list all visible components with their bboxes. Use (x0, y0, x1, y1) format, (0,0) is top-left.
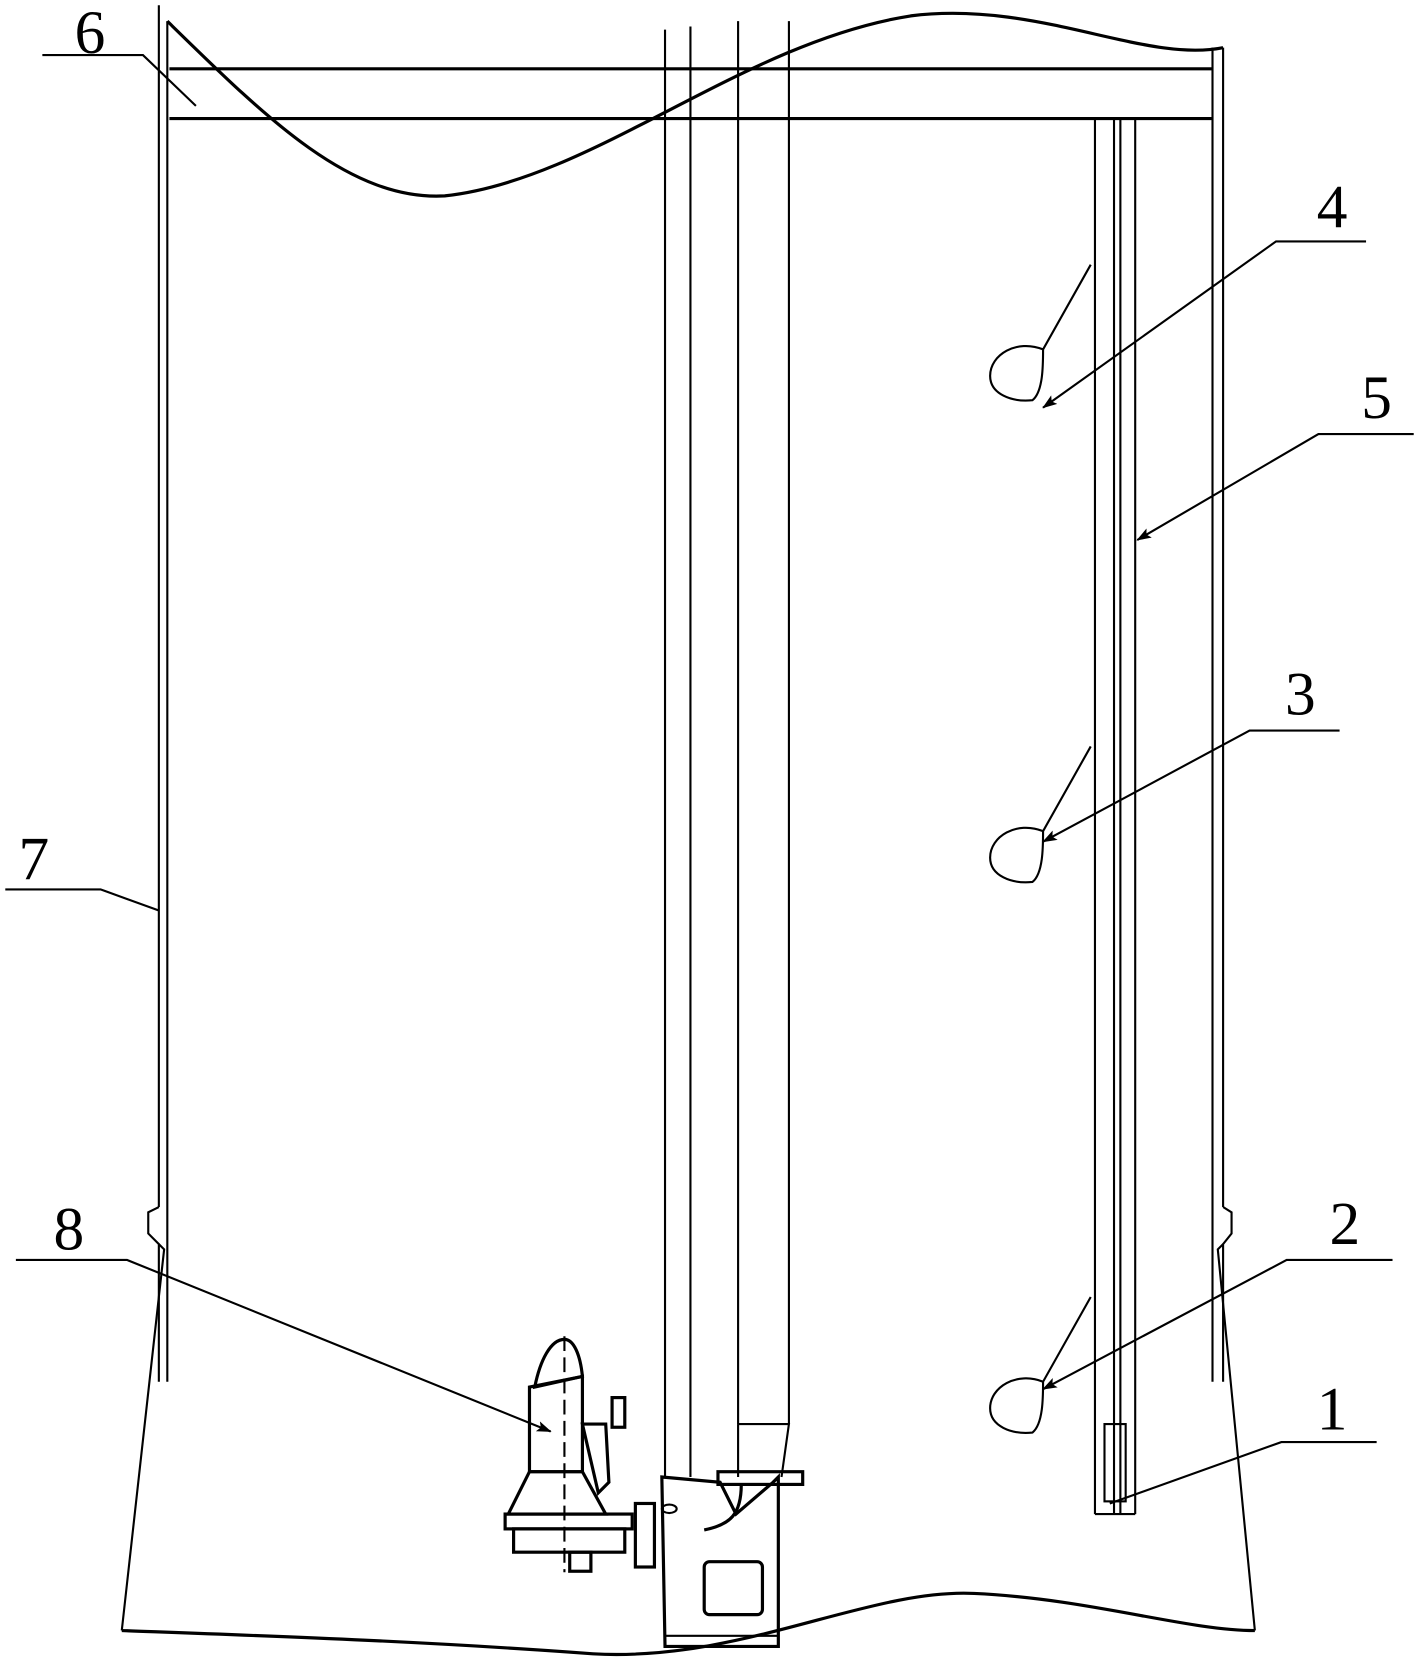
top-break-line (166, 11, 1224, 198)
callout-8: 8 (15, 1195, 552, 1433)
label-pump: 8 (53, 1195, 84, 1263)
submersible-pump (503, 1336, 805, 1649)
label-float-rod: 5 (1361, 364, 1392, 432)
callout-1: 1 (1109, 1375, 1377, 1505)
callout-2: 2 (1042, 1190, 1393, 1391)
label-sensor: 1 (1317, 1375, 1348, 1443)
label-float-high: 4 (1317, 174, 1348, 242)
float-rod (1093, 118, 1137, 1516)
callout-6: 6 (42, 0, 197, 107)
tank-wall-right (1211, 47, 1256, 1631)
callout-5: 5 (1136, 364, 1414, 541)
label-cross-beam: 6 (75, 0, 106, 67)
label-float-mid: 3 (1285, 661, 1316, 729)
label-tank-wall: 7 (19, 825, 50, 893)
callout-4: 4 (1042, 174, 1367, 409)
float-switch-low (989, 1296, 1092, 1434)
callout-7: 7 (5, 825, 160, 912)
discharge-pipes (663, 21, 791, 1478)
callout-3: 3 (1042, 661, 1340, 843)
float-switch-mid (989, 745, 1092, 884)
label-float-low: 2 (1330, 1190, 1361, 1258)
float-switch-high (989, 264, 1092, 402)
tank-wall-left (120, 5, 169, 1631)
